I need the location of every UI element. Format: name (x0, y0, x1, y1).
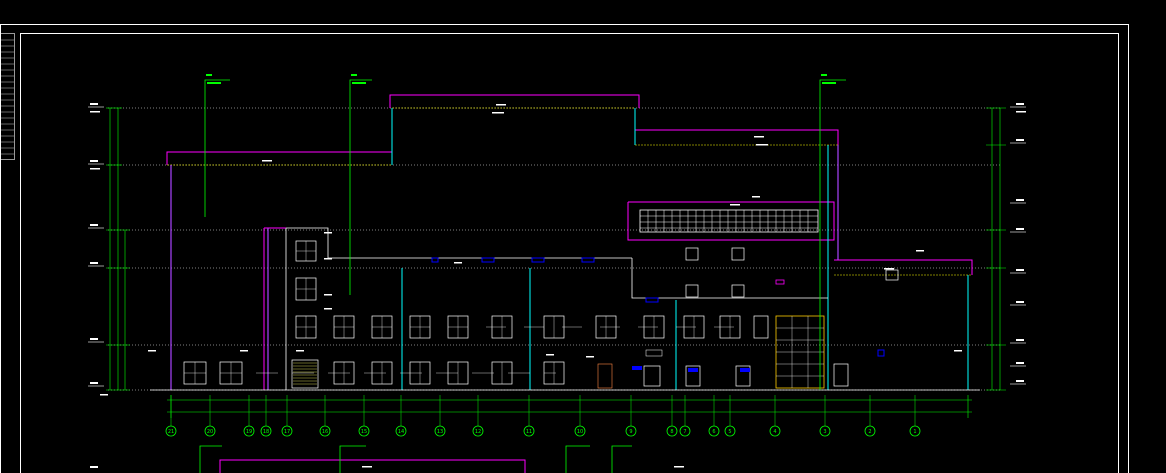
axis-bubble (243, 425, 255, 437)
next-callouts (199, 445, 632, 473)
axis-bubble (434, 425, 446, 437)
level-lines (108, 107, 1000, 391)
axis-number: 18 (263, 429, 269, 435)
axis-number: 10 (577, 429, 583, 435)
axis-bubble (708, 425, 720, 437)
axis-number: 12 (475, 429, 481, 435)
axis-number: 9 (629, 429, 632, 435)
axis-number: 6 (712, 429, 715, 435)
right-dimension-chain (986, 107, 1006, 391)
axis-number: 17 (284, 429, 290, 435)
building-body (150, 227, 980, 391)
sheet-outer-frame (0, 24, 1129, 473)
axis-number: 16 (322, 429, 328, 435)
axis-number: 11 (526, 429, 532, 435)
garage-door (291, 359, 319, 389)
axis-number: 19 (246, 429, 252, 435)
next-marks (90, 466, 684, 468)
purple-edges (170, 145, 839, 390)
window-mullions (184, 241, 740, 384)
curtain-wall (775, 315, 825, 389)
axis-bubble (358, 425, 370, 437)
sheet-inner-frame (20, 33, 1119, 473)
dashed-roof-edges (167, 107, 972, 276)
roof-outlines (166, 94, 973, 390)
axis-bubble (679, 425, 691, 437)
entrance-accents (431, 257, 885, 389)
axis-bubble (395, 425, 407, 437)
axis-number: 4 (773, 429, 776, 435)
callout-leaders (204, 79, 846, 390)
axis-bubble (319, 425, 331, 437)
title-block-strip (0, 33, 15, 160)
left-level-markers (88, 106, 104, 387)
axis-bubble (864, 425, 876, 437)
axis-bubble (165, 425, 177, 437)
axis-number: 8 (670, 429, 673, 435)
axis-number: 13 (437, 429, 443, 435)
structural-columns (391, 108, 969, 390)
axis-number: 20 (207, 429, 213, 435)
axis-number: 14 (398, 429, 404, 435)
axis-number: 7 (683, 429, 686, 435)
axis-bubble (769, 425, 781, 437)
axis-bubble (472, 425, 484, 437)
axis-number: 15 (361, 429, 367, 435)
axis-bubble (819, 425, 831, 437)
right-level-markers (1010, 106, 1026, 385)
callout-labels (206, 74, 836, 84)
axis-bubble (625, 425, 637, 437)
axis-number: 3 (823, 429, 826, 435)
axis-bubble (724, 425, 736, 437)
axis-bubble (909, 425, 921, 437)
next-elevation-preview (219, 459, 526, 473)
axis-number: 1 (913, 429, 916, 435)
axis-bubble (204, 425, 216, 437)
axis-number: 5 (728, 429, 731, 435)
left-dimension-chain (106, 107, 130, 391)
axis-bubble (281, 425, 293, 437)
axis-bubble (666, 425, 678, 437)
strip-window-band (639, 209, 819, 233)
axis-bubble (260, 425, 272, 437)
windows (183, 240, 899, 387)
axis-number: 2 (868, 429, 871, 435)
axis-bubble (523, 425, 535, 437)
axis-bubble (574, 425, 586, 437)
axis-number: 21 (168, 429, 174, 435)
horizontal-dimension (167, 395, 972, 418)
annotation-marks (90, 103, 1026, 396)
